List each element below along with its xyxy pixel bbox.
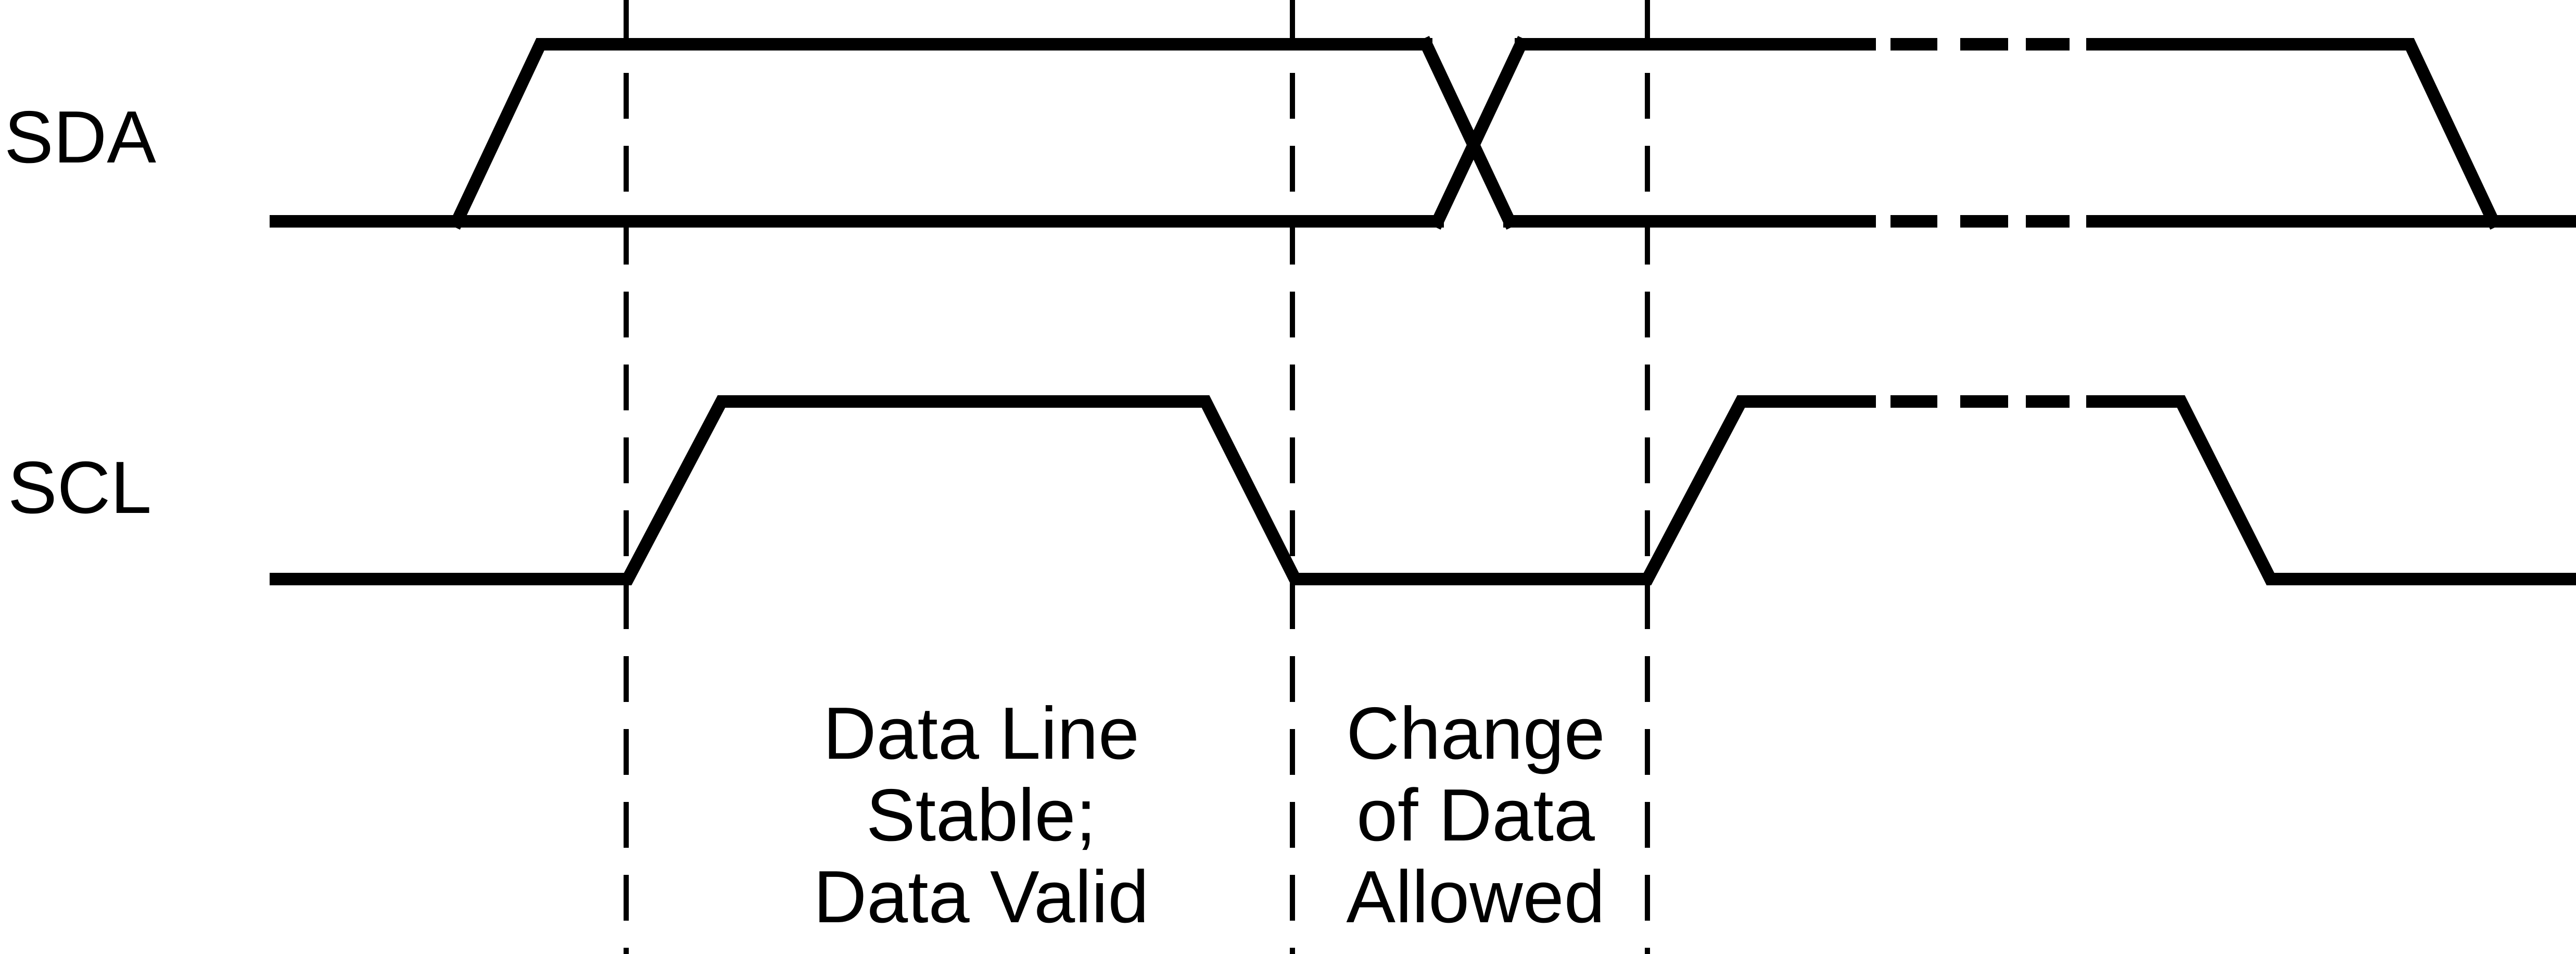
sda-segment-1 (449, 38, 1432, 230)
region2-caption-line-2: of Data (1356, 774, 1595, 857)
sda-segment-3 (1429, 36, 1529, 230)
region2-caption-line-3: Allowed (1346, 856, 1605, 938)
scl-segment-4 (2086, 395, 2576, 585)
sda-segment-2 (1418, 36, 1518, 230)
scl-segment-0 (270, 395, 1876, 585)
sda-label: SDA (4, 96, 156, 179)
scl-waveform (270, 395, 2576, 585)
region1-caption-line-2: Stable; (866, 774, 1096, 857)
guide-lines (624, 0, 1650, 954)
sda-segment-12 (2086, 38, 2502, 230)
scl-label: SCL (8, 446, 151, 529)
region1-caption-line-1: Data Line (823, 692, 1139, 775)
region1-caption-line-3: Data Valid (814, 856, 1149, 938)
sda-waveform (270, 36, 2576, 230)
region2-caption-line-1: Change (1346, 692, 1605, 775)
